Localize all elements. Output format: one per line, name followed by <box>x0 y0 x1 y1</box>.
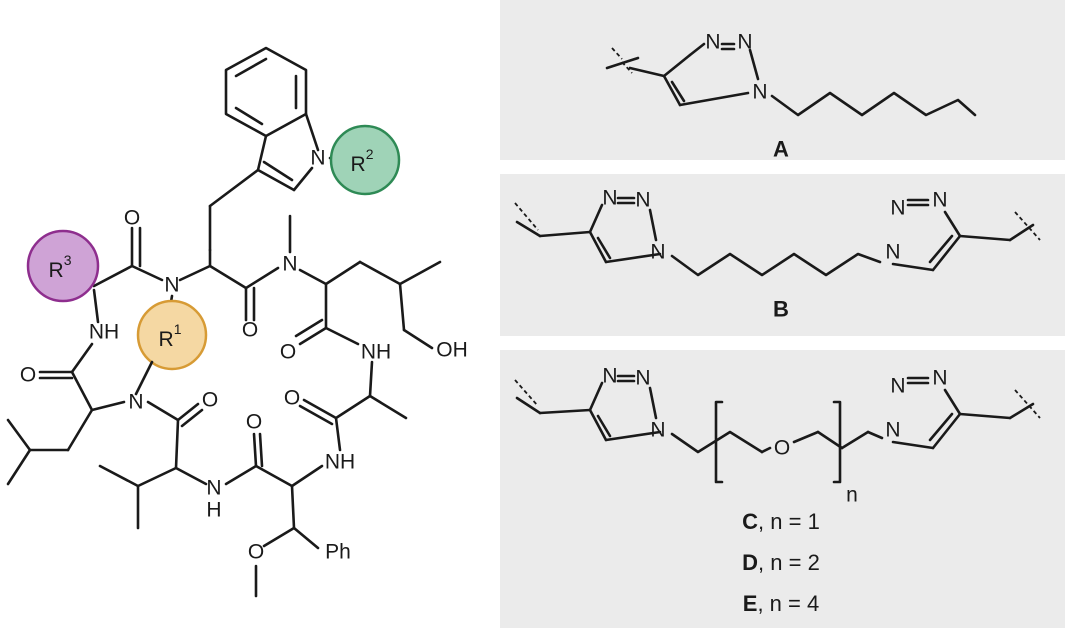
atom-o-8: O <box>280 341 296 364</box>
atom-o-7: O <box>284 387 300 410</box>
label-n-subscript: n <box>846 484 858 507</box>
atom-n-c6: N <box>932 367 947 390</box>
atom-n-b2: N <box>635 189 650 212</box>
panel-a-background <box>500 0 1065 160</box>
r3-circle <box>26 229 100 303</box>
atom-n-b1: N <box>602 187 617 210</box>
r1-label: R1 <box>159 321 182 351</box>
atom-nh-bottom-n: N <box>206 477 221 500</box>
label-e: E, n = 4 <box>743 591 819 616</box>
atom-o-2: O <box>124 207 140 230</box>
atom-ph: Ph <box>325 541 351 564</box>
atom-o-4: O <box>202 389 218 412</box>
label-d: D, n = 2 <box>742 550 820 575</box>
atom-o-6: O <box>248 541 264 564</box>
label-c: C, n = 1 <box>742 509 820 534</box>
r1-circle <box>136 299 208 371</box>
atom-n-c4: N <box>885 419 900 442</box>
atom-n-c1: N <box>602 365 617 388</box>
atom-n-b3: N <box>650 241 665 264</box>
r3-label: R3 <box>49 252 72 282</box>
r2-label: R2 <box>351 146 374 176</box>
atom-n-b4: N <box>885 241 900 264</box>
atom-n-r1: N <box>164 274 179 297</box>
r2-circle <box>329 124 401 196</box>
structure-a: N N N A <box>605 31 977 162</box>
atom-nh-right-upper: NH <box>361 341 391 364</box>
atom-n1: N <box>705 31 720 54</box>
atom-n3: N <box>752 81 767 104</box>
atom-n-indole: N <box>310 147 325 170</box>
atom-n-c2: N <box>635 367 650 390</box>
atom-n-ring: N <box>128 391 143 414</box>
structure-cde: N N N O n N N N C, n = 1 D, n = 2 E, n =… <box>514 365 1041 616</box>
atom-oh: OH <box>436 339 468 362</box>
atom-o-1: O <box>242 319 258 342</box>
panel-b-background <box>500 174 1065 336</box>
label-a: A <box>773 137 789 162</box>
atom-o-3: O <box>20 364 36 387</box>
panel-cde-background <box>500 350 1065 628</box>
atom-nh-left: NH <box>89 321 119 344</box>
atom-n-b5: N <box>890 197 905 220</box>
atom-n-b6: N <box>932 189 947 212</box>
structure-b: N N N N N N B <box>514 187 1041 322</box>
atom-o-peg: O <box>774 437 790 460</box>
atom-n2: N <box>737 31 752 54</box>
atom-o-5: O <box>246 411 262 434</box>
macrocycle-structure: N R2 N O N O R3 NH R1 <box>6 46 468 598</box>
atom-n-c3: N <box>650 419 665 442</box>
label-b: B <box>773 297 789 322</box>
atom-n-methyl: N <box>282 253 297 276</box>
atom-n-c5: N <box>890 375 905 398</box>
atom-nh-right-bottom: NH <box>325 451 355 474</box>
atom-nh-bottom-h: H <box>206 499 221 522</box>
